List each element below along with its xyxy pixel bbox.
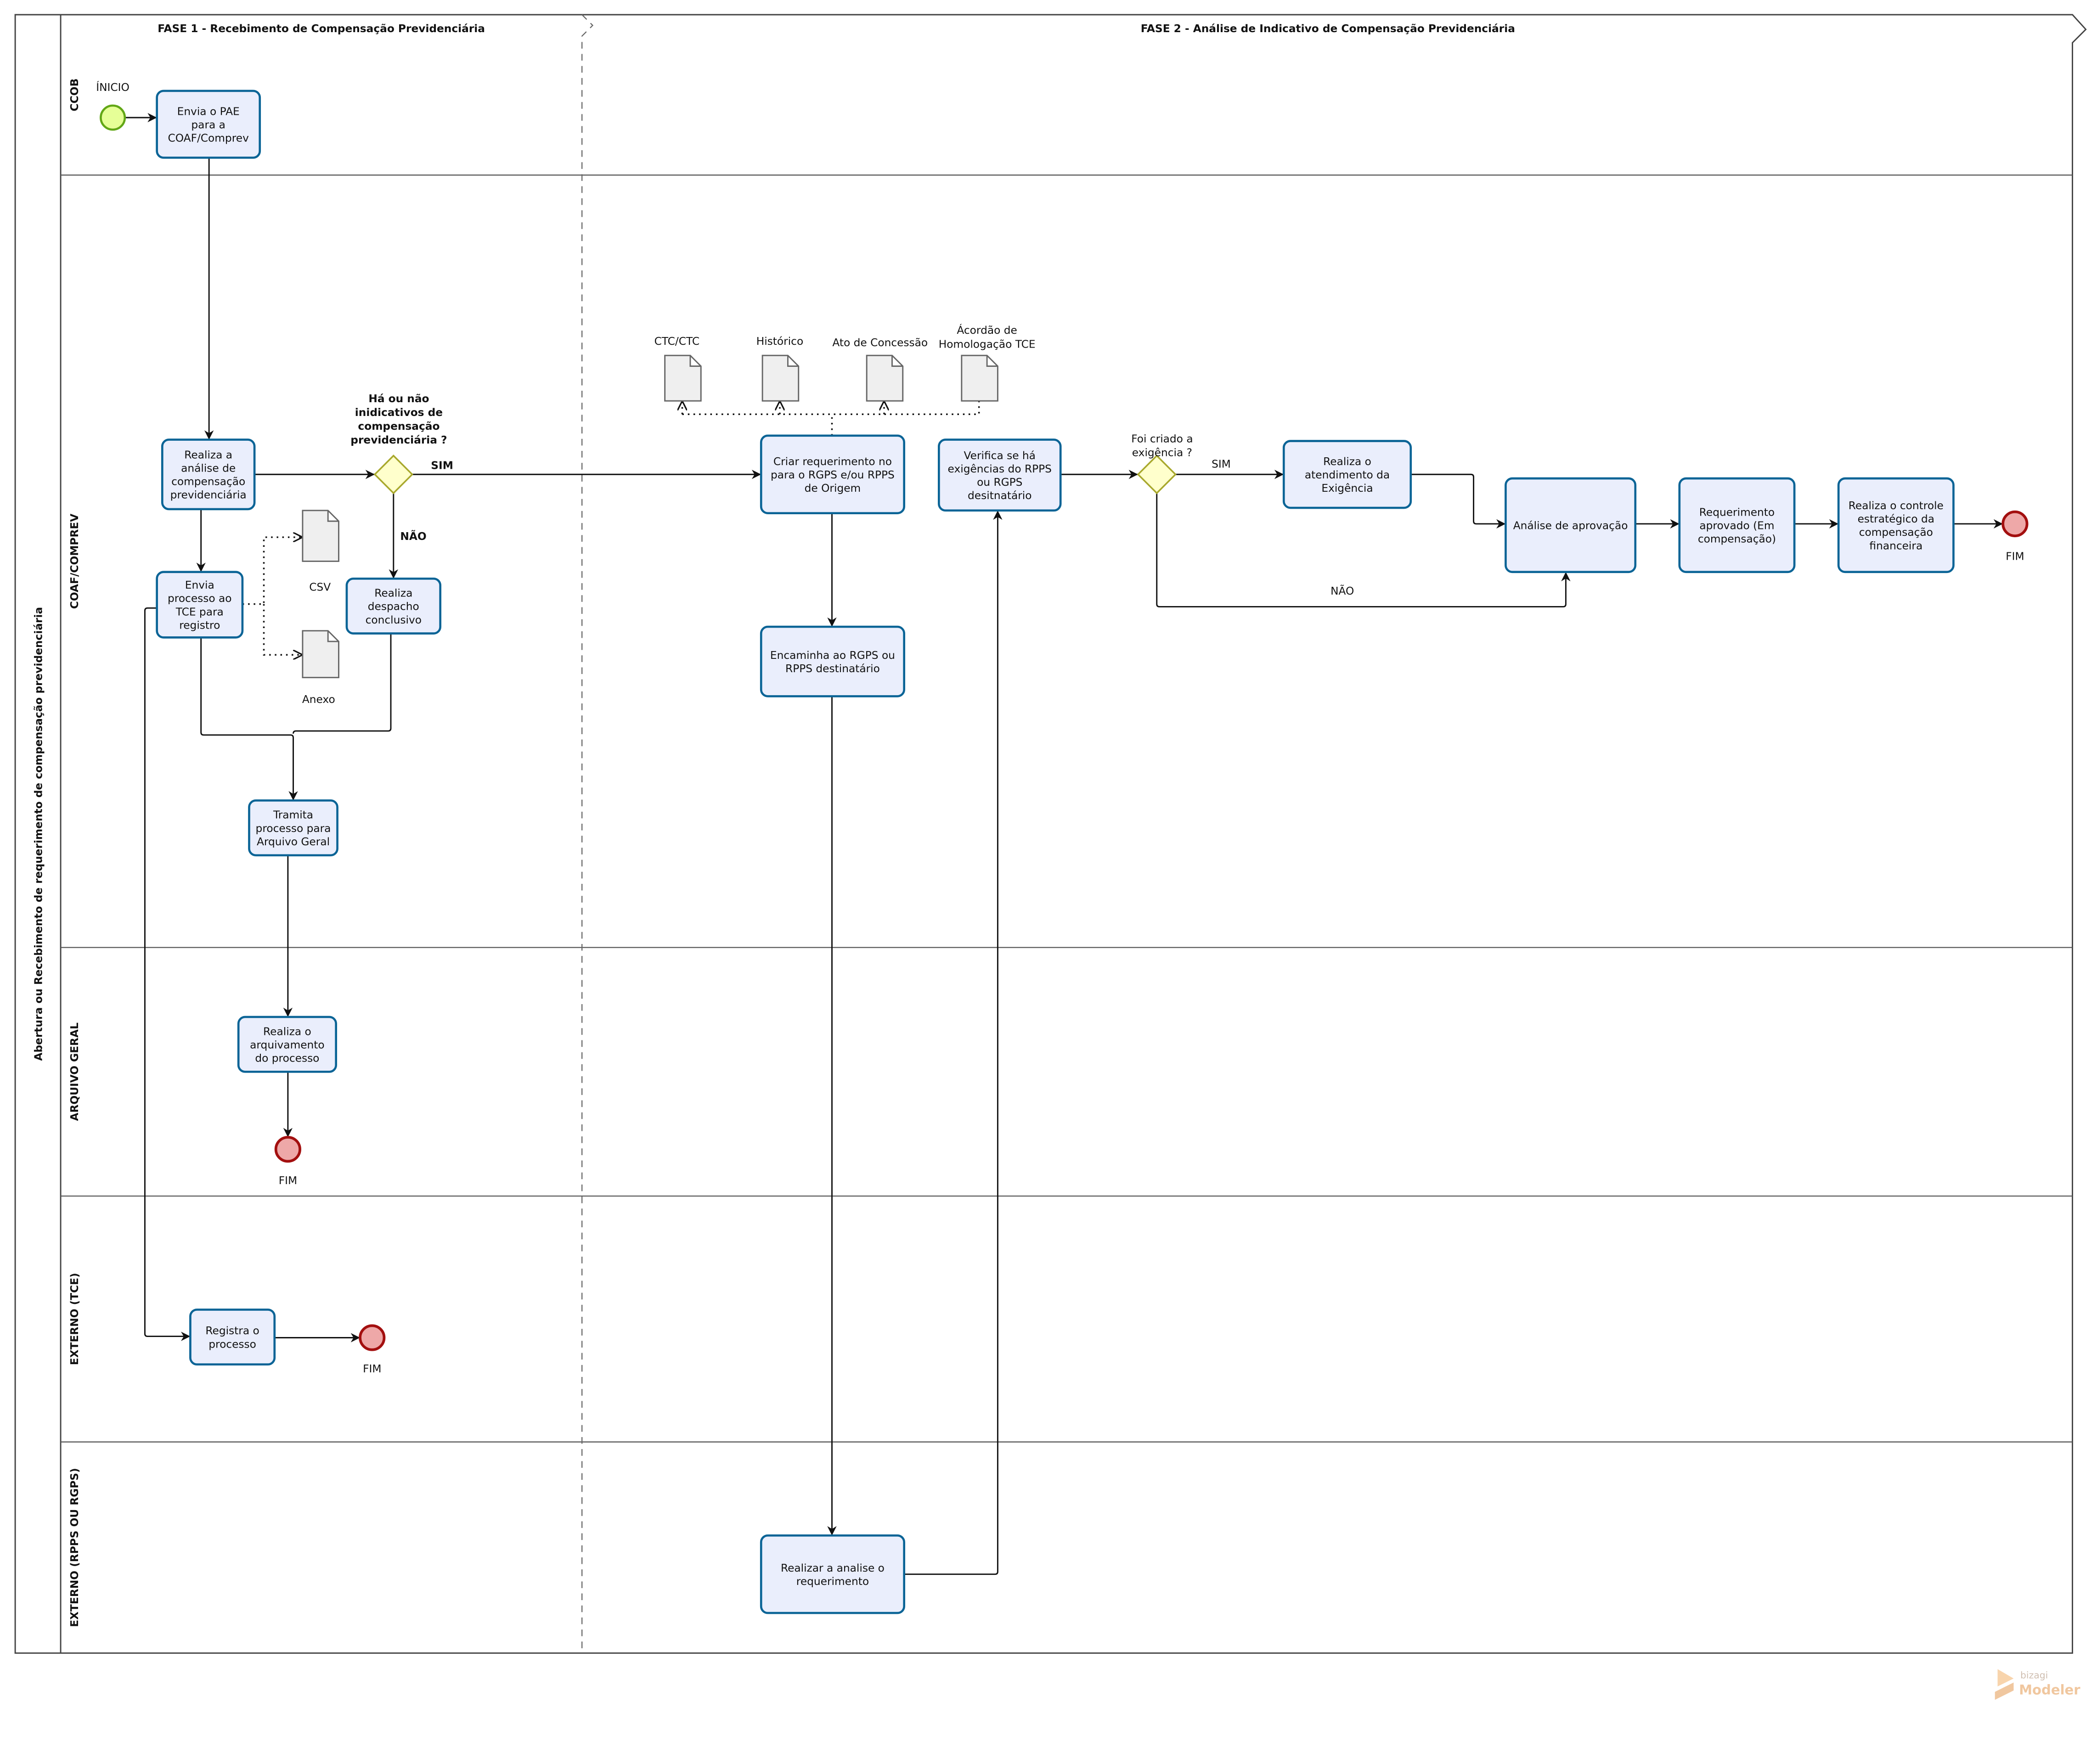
event-label: FIM [279,1174,297,1187]
document-label: CTC/CTC [654,335,700,348]
assoc-t3-anexo [263,604,303,655]
phase-1-title: FASE 1 - Recebimento de Compensação Prev… [158,22,485,35]
pool-title: Abertura ou Recebimento de requerimento … [32,607,45,1061]
document-ctc-icon: CTC/CTC [654,335,702,402]
bizagi-modeler-logo: bizagi Modeler [1995,1669,2080,1700]
flow-t12-t13 [1410,473,1506,529]
document-label: CSV [309,581,331,593]
g1-no-label: NÃO [400,530,426,543]
g2-yes-label: SIM [1212,458,1231,471]
assoc-t8-docs [682,401,980,436]
flow-g2-t13-nao [1156,493,1571,607]
document-anexo-icon: Anexo [302,630,339,706]
lane-separators [61,174,2073,1443]
start-event-start[interactable]: ÍNICIO [96,81,130,131]
lane-label-rpps: EXTERNO (RPPS OU RGPS) [68,1468,81,1627]
task-t13[interactable]: Análise de aprovação [1505,477,1637,573]
end-event-end1[interactable]: FIM [274,1136,301,1187]
flow-t4-t5 [293,633,392,734]
assoc-t3-csv [242,537,303,605]
document-hist-icon: Histórico [756,335,803,402]
g1-yes-label: SIM [431,460,453,472]
associations [242,401,980,655]
watermark-brand: bizagi [2020,1670,2048,1681]
document-label: Histórico [756,335,803,348]
end-event-end3[interactable]: FIM [2001,510,2029,563]
phase-2-title: FASE 2 - Análise de Indicativo de Compen… [1141,22,1515,35]
flow-t3-t5 [200,637,298,801]
document-label: Anexo [302,693,335,706]
document-ato-icon: Ato de Concessão [832,337,928,402]
document-label: Ato de Concessão [832,337,928,349]
document-csv-icon: CSV [302,510,339,593]
sequence-flows [124,112,2003,1575]
event-label: FIM [363,1363,381,1375]
event-label: FIM [2006,551,2024,563]
watermark-product: Modeler [2019,1682,2080,1698]
phase-divider [581,14,594,1653]
lane-label-coaf: COAF/COMPREV [68,514,81,609]
flow-t10-t11 [904,510,1003,1575]
event-label: ÍNICIO [96,81,130,94]
end-event-end2[interactable]: FIM [359,1324,386,1375]
lane-label-arquivo: ARQUIVO GERAL [68,1022,81,1121]
flow-t3-t7 [144,607,191,1341]
lane-label-ccob: CCOB [68,79,81,112]
lane-label-tce: EXTERNO (TCE) [68,1273,81,1365]
task-label: Análise de aprovação [1513,520,1628,532]
pool: Abertura ou Recebimento de requerimento … [14,14,2087,1654]
g2-no-label: NÃO [1330,584,1354,597]
